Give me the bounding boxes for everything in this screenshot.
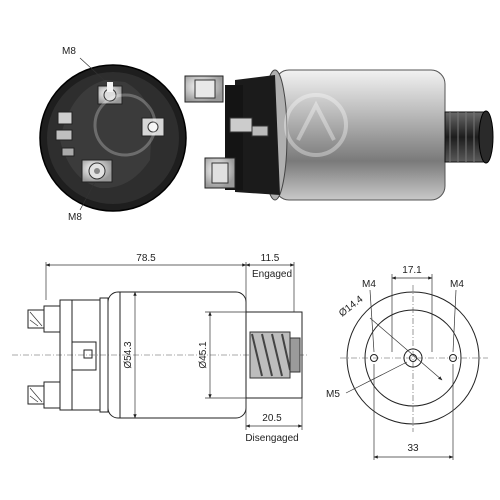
dim-engaged-label: 11.5 <box>261 253 280 264</box>
spring-icon <box>249 331 301 379</box>
disengaged-label: Disengaged <box>245 433 298 444</box>
end-m4-right-label: M4 <box>450 279 464 290</box>
end-spacing-label: 17.1 <box>402 265 422 276</box>
watermark-logo-icon <box>284 93 348 157</box>
engaged-label: Engaged <box>252 269 292 280</box>
end-m5-label: M5 <box>326 389 340 400</box>
dim-body-dia-label: Ø54.3 <box>123 341 134 369</box>
bottom-stud-icon <box>81 159 113 183</box>
end-center-dia-label: Ø14.4 <box>337 294 366 320</box>
top-stud-icon <box>97 82 123 105</box>
side-terminals-icon <box>184 75 269 189</box>
bottom-m8-label: M8 <box>68 212 82 223</box>
end-m4-left-label: M4 <box>362 279 376 290</box>
end-drawing: 17.1 M4 M4 Ø14.4 M5 33 <box>326 265 488 460</box>
right-terminal-icon <box>141 117 165 137</box>
side-drawing: 78.5 11.5 Engaged Ø54.3 Ø45.1 20.5 Disen… <box>12 253 308 444</box>
dim-disengaged-label: 20.5 <box>262 413 282 424</box>
dim-length-label: 78.5 <box>136 253 156 264</box>
side-photo <box>184 69 494 201</box>
front-photo: M8 M8 <box>39 46 187 223</box>
left-terminals-icon <box>55 111 75 157</box>
end-width-label: 33 <box>407 443 419 454</box>
top-m8-label: M8 <box>62 46 76 57</box>
dim-inner-dia-label: Ø45.1 <box>198 341 209 369</box>
